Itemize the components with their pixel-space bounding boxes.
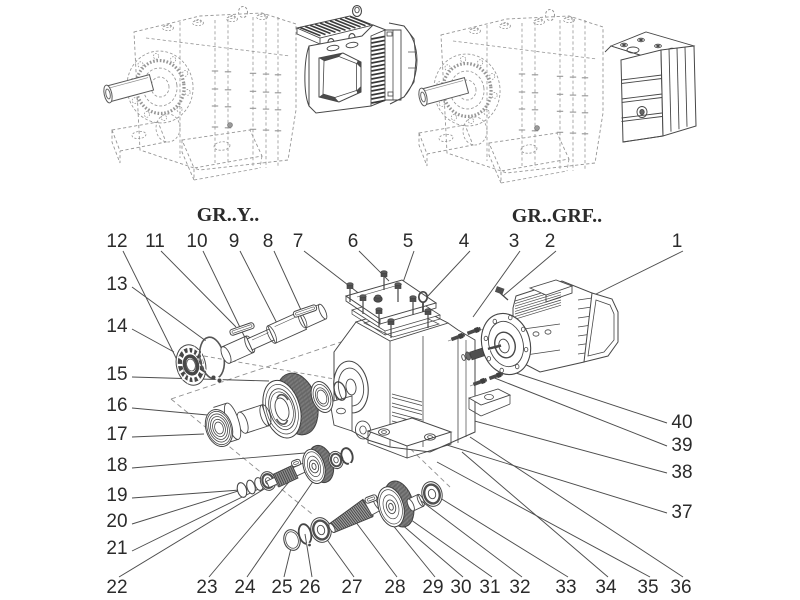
svg-text:10: 10 xyxy=(186,231,207,252)
svg-text:36: 36 xyxy=(670,577,691,598)
svg-text:28: 28 xyxy=(384,577,405,598)
svg-text:32: 32 xyxy=(509,577,530,598)
svg-text:16: 16 xyxy=(106,395,127,416)
svg-text:7: 7 xyxy=(293,231,304,252)
svg-text:6: 6 xyxy=(348,231,359,252)
svg-text:38: 38 xyxy=(671,462,692,483)
svg-text:30: 30 xyxy=(450,577,471,598)
svg-text:37: 37 xyxy=(671,502,692,523)
svg-text:15: 15 xyxy=(106,364,127,385)
svg-text:23: 23 xyxy=(196,577,217,598)
svg-text:34: 34 xyxy=(595,577,617,598)
svg-text:31: 31 xyxy=(479,577,500,598)
svg-text:27: 27 xyxy=(341,577,362,598)
svg-text:18: 18 xyxy=(106,455,127,476)
svg-text:GR..Y..: GR..Y.. xyxy=(197,204,260,226)
svg-text:20: 20 xyxy=(106,511,127,532)
svg-text:39: 39 xyxy=(671,435,692,456)
svg-text:26: 26 xyxy=(299,577,320,598)
svg-text:8: 8 xyxy=(263,231,274,252)
svg-text:25: 25 xyxy=(271,577,292,598)
svg-text:29: 29 xyxy=(422,577,443,598)
svg-text:17: 17 xyxy=(106,424,127,445)
svg-text:21: 21 xyxy=(106,538,127,559)
svg-text:13: 13 xyxy=(106,274,127,295)
svg-text:12: 12 xyxy=(106,231,127,252)
svg-text:5: 5 xyxy=(403,231,414,252)
svg-text:GR..GRF..: GR..GRF.. xyxy=(512,205,602,227)
svg-text:9: 9 xyxy=(229,231,240,252)
svg-text:22: 22 xyxy=(106,577,127,598)
svg-text:33: 33 xyxy=(555,577,576,598)
svg-text:2: 2 xyxy=(545,231,556,252)
svg-text:3: 3 xyxy=(509,231,520,252)
svg-text:4: 4 xyxy=(459,231,470,252)
svg-text:35: 35 xyxy=(637,577,658,598)
svg-text:24: 24 xyxy=(234,577,256,598)
svg-text:19: 19 xyxy=(106,485,127,506)
svg-text:14: 14 xyxy=(106,316,128,337)
svg-text:11: 11 xyxy=(145,231,165,252)
svg-text:40: 40 xyxy=(671,412,692,433)
svg-text:1: 1 xyxy=(672,231,683,252)
